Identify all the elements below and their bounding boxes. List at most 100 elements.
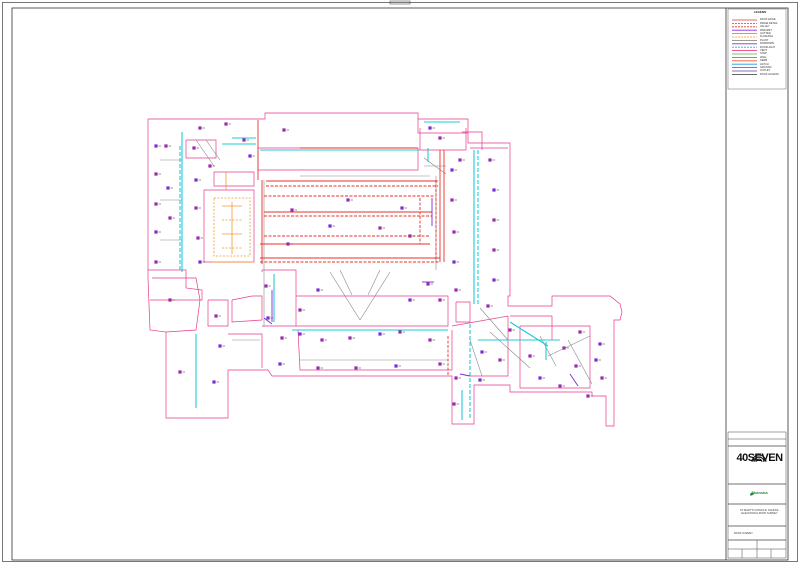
survey-marker [454, 288, 461, 292]
survey-marker [586, 394, 593, 398]
survey-marker [282, 128, 289, 132]
survey-marker [194, 206, 201, 210]
survey-marker [168, 216, 175, 220]
survey-marker [242, 138, 249, 142]
survey-marker [224, 122, 231, 126]
survey-marker [154, 230, 161, 234]
survey-marker [166, 186, 173, 190]
survey-marker [154, 172, 161, 176]
survey-marker [264, 284, 271, 288]
survey-marker [408, 298, 415, 302]
legend-label: ROOF ACCESS [760, 72, 779, 76]
top-mark [389, 0, 411, 5]
project-title: ST MARY'S CATHOLIC SCHOOL ELEVATION & RO… [732, 509, 787, 516]
survey-marker [320, 338, 327, 342]
survey-marker [478, 378, 485, 382]
legend-label: DOWNPIPE [760, 42, 775, 46]
legend-label: ROOF EDGE [760, 18, 776, 22]
survey-marker [458, 158, 465, 162]
survey-marker [538, 376, 545, 380]
roof-red-lines [257, 120, 449, 376]
brand-name: 40SEVEN [736, 452, 783, 464]
survey-marker [480, 350, 487, 354]
survey-marker [378, 332, 385, 336]
legend-label: GRATING [760, 66, 772, 69]
sheet-title: ROOF SURVEY [734, 532, 753, 535]
legend-swatches [732, 19, 757, 75]
survey-marker [154, 144, 161, 148]
survey-marker [328, 224, 335, 228]
legend-label: VENT [760, 49, 767, 52]
survey-marker [492, 218, 499, 222]
survey-marker [562, 346, 569, 350]
survey-marker [196, 236, 203, 240]
inner-frame [11, 7, 789, 561]
survey-marker [398, 330, 405, 334]
survey-marker [598, 342, 605, 346]
survey-marker [508, 328, 515, 332]
legend-label: WALL [760, 55, 767, 59]
survey-marker [198, 126, 205, 130]
survey-marker [208, 164, 215, 168]
survey-marker [498, 358, 505, 362]
survey-marker [452, 230, 459, 234]
survey-marker [212, 380, 219, 384]
survey-markers [154, 122, 607, 406]
legend-label: PARAPET [760, 28, 772, 32]
survey-marker [450, 198, 457, 202]
legend-label: PLANT [760, 38, 769, 42]
survey-marker [298, 332, 305, 336]
survey-marker [164, 144, 171, 148]
legend-label: FLASHING [760, 35, 773, 39]
survey-marker [492, 188, 499, 192]
roof-plan [147, 112, 623, 427]
survey-marker [438, 298, 445, 302]
survey-marker [408, 234, 415, 238]
survey-marker [428, 338, 435, 342]
survey-marker [492, 278, 499, 282]
survey-marker [558, 384, 565, 388]
survey-marker [192, 146, 199, 150]
legend-label: KERB [760, 59, 768, 63]
survey-marker [298, 308, 305, 312]
legend-box [727, 8, 787, 90]
survey-marker [198, 260, 205, 264]
project-line-1: ST MARY'S CATHOLIC SCHOOL [740, 509, 779, 512]
survey-marker [438, 362, 445, 366]
legend-label: OUTLET [760, 69, 771, 73]
survey-marker [168, 298, 175, 302]
building-outline [147, 112, 623, 427]
survey-marker [574, 364, 581, 368]
survey-marker [488, 158, 495, 162]
survey-marker [394, 364, 401, 368]
survey-marker [278, 362, 285, 366]
survey-marker [290, 208, 297, 212]
brand-logo-icon [751, 454, 767, 463]
survey-marker [316, 288, 323, 292]
survey-marker [248, 154, 255, 158]
legend-label: ROOFLIGHT [760, 45, 776, 49]
survey-marker [154, 202, 161, 206]
survey-marker [178, 370, 185, 374]
survey-marker [600, 376, 607, 380]
survey-marker [400, 206, 407, 210]
legend-label: GUTTER [760, 32, 771, 35]
survey-marker [452, 260, 459, 264]
client-name: Skanska [751, 490, 768, 495]
survey-marker [266, 316, 273, 320]
survey-marker [426, 282, 433, 286]
survey-marker [378, 226, 385, 230]
survey-marker [154, 260, 161, 264]
survey-marker [452, 402, 459, 406]
project-line-2: ELEVATION & ROOF SURVEY [741, 512, 778, 516]
legend-label: RIDGE DETAIL [760, 21, 778, 25]
title-block [727, 431, 787, 559]
legend-label: HATCH [760, 62, 769, 66]
survey-marker [454, 376, 461, 380]
survey-marker [528, 354, 535, 358]
survey-marker [218, 344, 225, 348]
legend-title: LEGEND [753, 10, 767, 14]
survey-marker [492, 248, 499, 252]
survey-marker [428, 126, 435, 130]
